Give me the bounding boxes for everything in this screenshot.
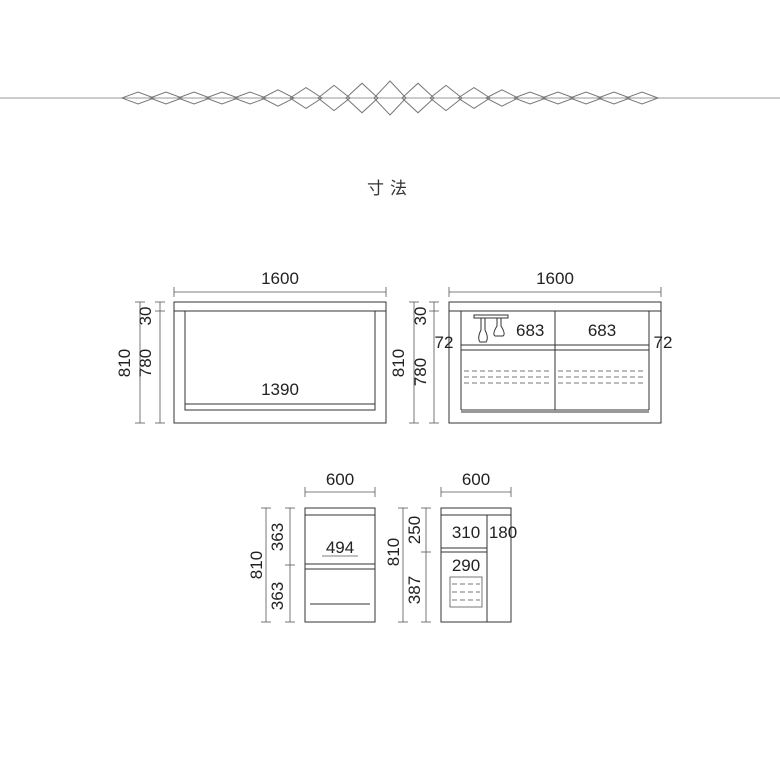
front-total-height-label: 810 bbox=[115, 349, 134, 377]
open-width-label: 1600 bbox=[536, 269, 574, 288]
wine-glass-icon bbox=[478, 318, 488, 343]
side-b-shelf-depth-label: 310 bbox=[452, 523, 480, 542]
side-view-a: 600 494 810 363 363 bbox=[247, 470, 376, 623]
side-b-depth-label: 600 bbox=[462, 470, 490, 489]
diamond-ornament-icon bbox=[484, 89, 520, 107]
open-bay-left-label: 683 bbox=[516, 321, 544, 340]
side-b-upper-height-label: 250 bbox=[405, 516, 424, 544]
wine-glass-icon bbox=[493, 318, 505, 337]
diamond-ornament-icon bbox=[148, 91, 184, 105]
open-side-left-label: 72 bbox=[435, 333, 454, 352]
diamond-ornament-icon bbox=[373, 80, 407, 116]
side-b-total-height-label: 810 bbox=[384, 538, 403, 566]
diamond-ornament-icon bbox=[232, 91, 268, 105]
open-body-height-label: 780 bbox=[411, 358, 430, 386]
front-view-closed: 1600 1390 810 780 30 bbox=[115, 269, 387, 424]
side-view-b: 600 310 180 290 810 250 387 bbox=[384, 470, 517, 623]
diamond-ornament-icon bbox=[401, 82, 435, 114]
side-b-shelf-gap-label: 180 bbox=[489, 523, 517, 542]
diamond-ornament-icon bbox=[317, 84, 351, 112]
side-a-inner-depth-label: 494 bbox=[326, 538, 354, 557]
diamond-ornament-icon bbox=[540, 91, 576, 105]
diamond-ornament-icon bbox=[260, 89, 296, 107]
front-body-height-label: 780 bbox=[136, 349, 155, 377]
diamond-ornament-icon bbox=[176, 91, 212, 105]
side-a-lower-height-label: 363 bbox=[268, 582, 287, 610]
glass-rack-icon bbox=[473, 314, 509, 319]
open-top-height-label: 30 bbox=[411, 307, 430, 326]
decorative-divider bbox=[0, 80, 780, 116]
front-inner-width-label: 1390 bbox=[261, 380, 299, 399]
diamond-ornament-icon bbox=[289, 87, 323, 109]
diamond-ornament-icon bbox=[204, 91, 240, 105]
open-side-right-label: 72 bbox=[654, 333, 673, 352]
diamond-ornament-icon bbox=[512, 91, 548, 105]
diamond-ornament-icon bbox=[624, 91, 660, 105]
open-total-height-label: 810 bbox=[389, 349, 408, 377]
side-b-lower-depth-label: 290 bbox=[452, 556, 480, 575]
diamond-ornament-icon bbox=[429, 84, 463, 112]
side-b-lower-height-label: 387 bbox=[405, 576, 424, 604]
page-title: 寸法 bbox=[367, 179, 413, 199]
front-top-height-label: 30 bbox=[136, 307, 155, 326]
side-a-upper-height-label: 363 bbox=[268, 523, 287, 551]
diamond-ornament-icon bbox=[457, 87, 491, 109]
front-view-open: 1600 683 683 72 72 810 780 30 bbox=[389, 269, 673, 424]
diamond-ornament-icon bbox=[120, 91, 156, 105]
open-bay-right-label: 683 bbox=[588, 321, 616, 340]
diamond-ornament-icon bbox=[568, 91, 604, 105]
side-a-depth-label: 600 bbox=[326, 470, 354, 489]
diamond-ornament-icon bbox=[345, 82, 379, 114]
front-width-label: 1600 bbox=[261, 269, 299, 288]
diamond-ornament-icon bbox=[596, 91, 632, 105]
side-a-total-height-label: 810 bbox=[247, 551, 266, 579]
